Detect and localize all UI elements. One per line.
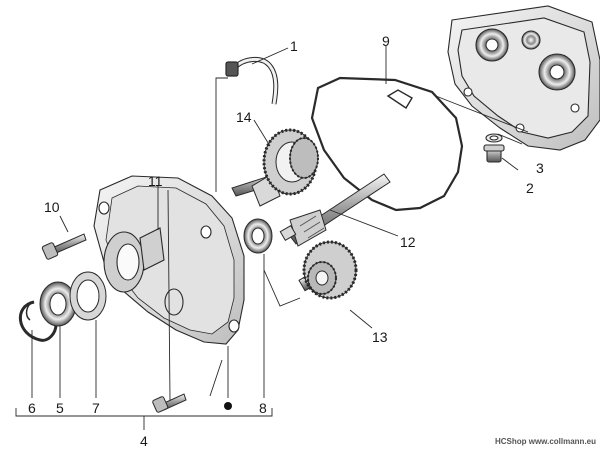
part-labels: 1 9 14 3 2 11 10 12 13 6 5 7 8 4 xyxy=(28,33,544,449)
ball-bearing xyxy=(39,281,77,327)
circlip xyxy=(18,300,58,342)
bearing xyxy=(243,218,273,254)
main-shaft xyxy=(279,173,391,247)
leader-lines xyxy=(15,46,529,430)
shop-watermark: HCShop www.collmann.eu xyxy=(494,437,596,446)
label-13: 13 xyxy=(372,329,388,345)
label-2: 2 xyxy=(526,180,534,196)
cover-screw-lower xyxy=(152,393,187,413)
label-7: 7 xyxy=(92,400,100,416)
gear-with-shaft xyxy=(231,128,319,207)
label-11: 11 xyxy=(148,173,163,189)
cover-screw xyxy=(41,233,87,260)
label-5: 5 xyxy=(56,400,64,416)
label-6: 6 xyxy=(28,400,36,416)
label-1: 1 xyxy=(290,38,298,54)
label-10: 10 xyxy=(44,199,60,215)
label-14: 14 xyxy=(236,109,252,125)
gear-housing xyxy=(447,5,600,151)
label-8: 8 xyxy=(259,400,267,416)
label-3: 3 xyxy=(536,160,544,176)
label-9: 9 xyxy=(382,33,390,49)
dowel-pin xyxy=(224,402,232,410)
breather-hose xyxy=(225,57,279,105)
oil-seal xyxy=(69,271,107,321)
gasket xyxy=(310,76,464,212)
drain-plug xyxy=(483,133,505,163)
intermediate-gear xyxy=(298,240,358,300)
label-4: 4 xyxy=(140,433,148,449)
label-12: 12 xyxy=(400,234,416,250)
